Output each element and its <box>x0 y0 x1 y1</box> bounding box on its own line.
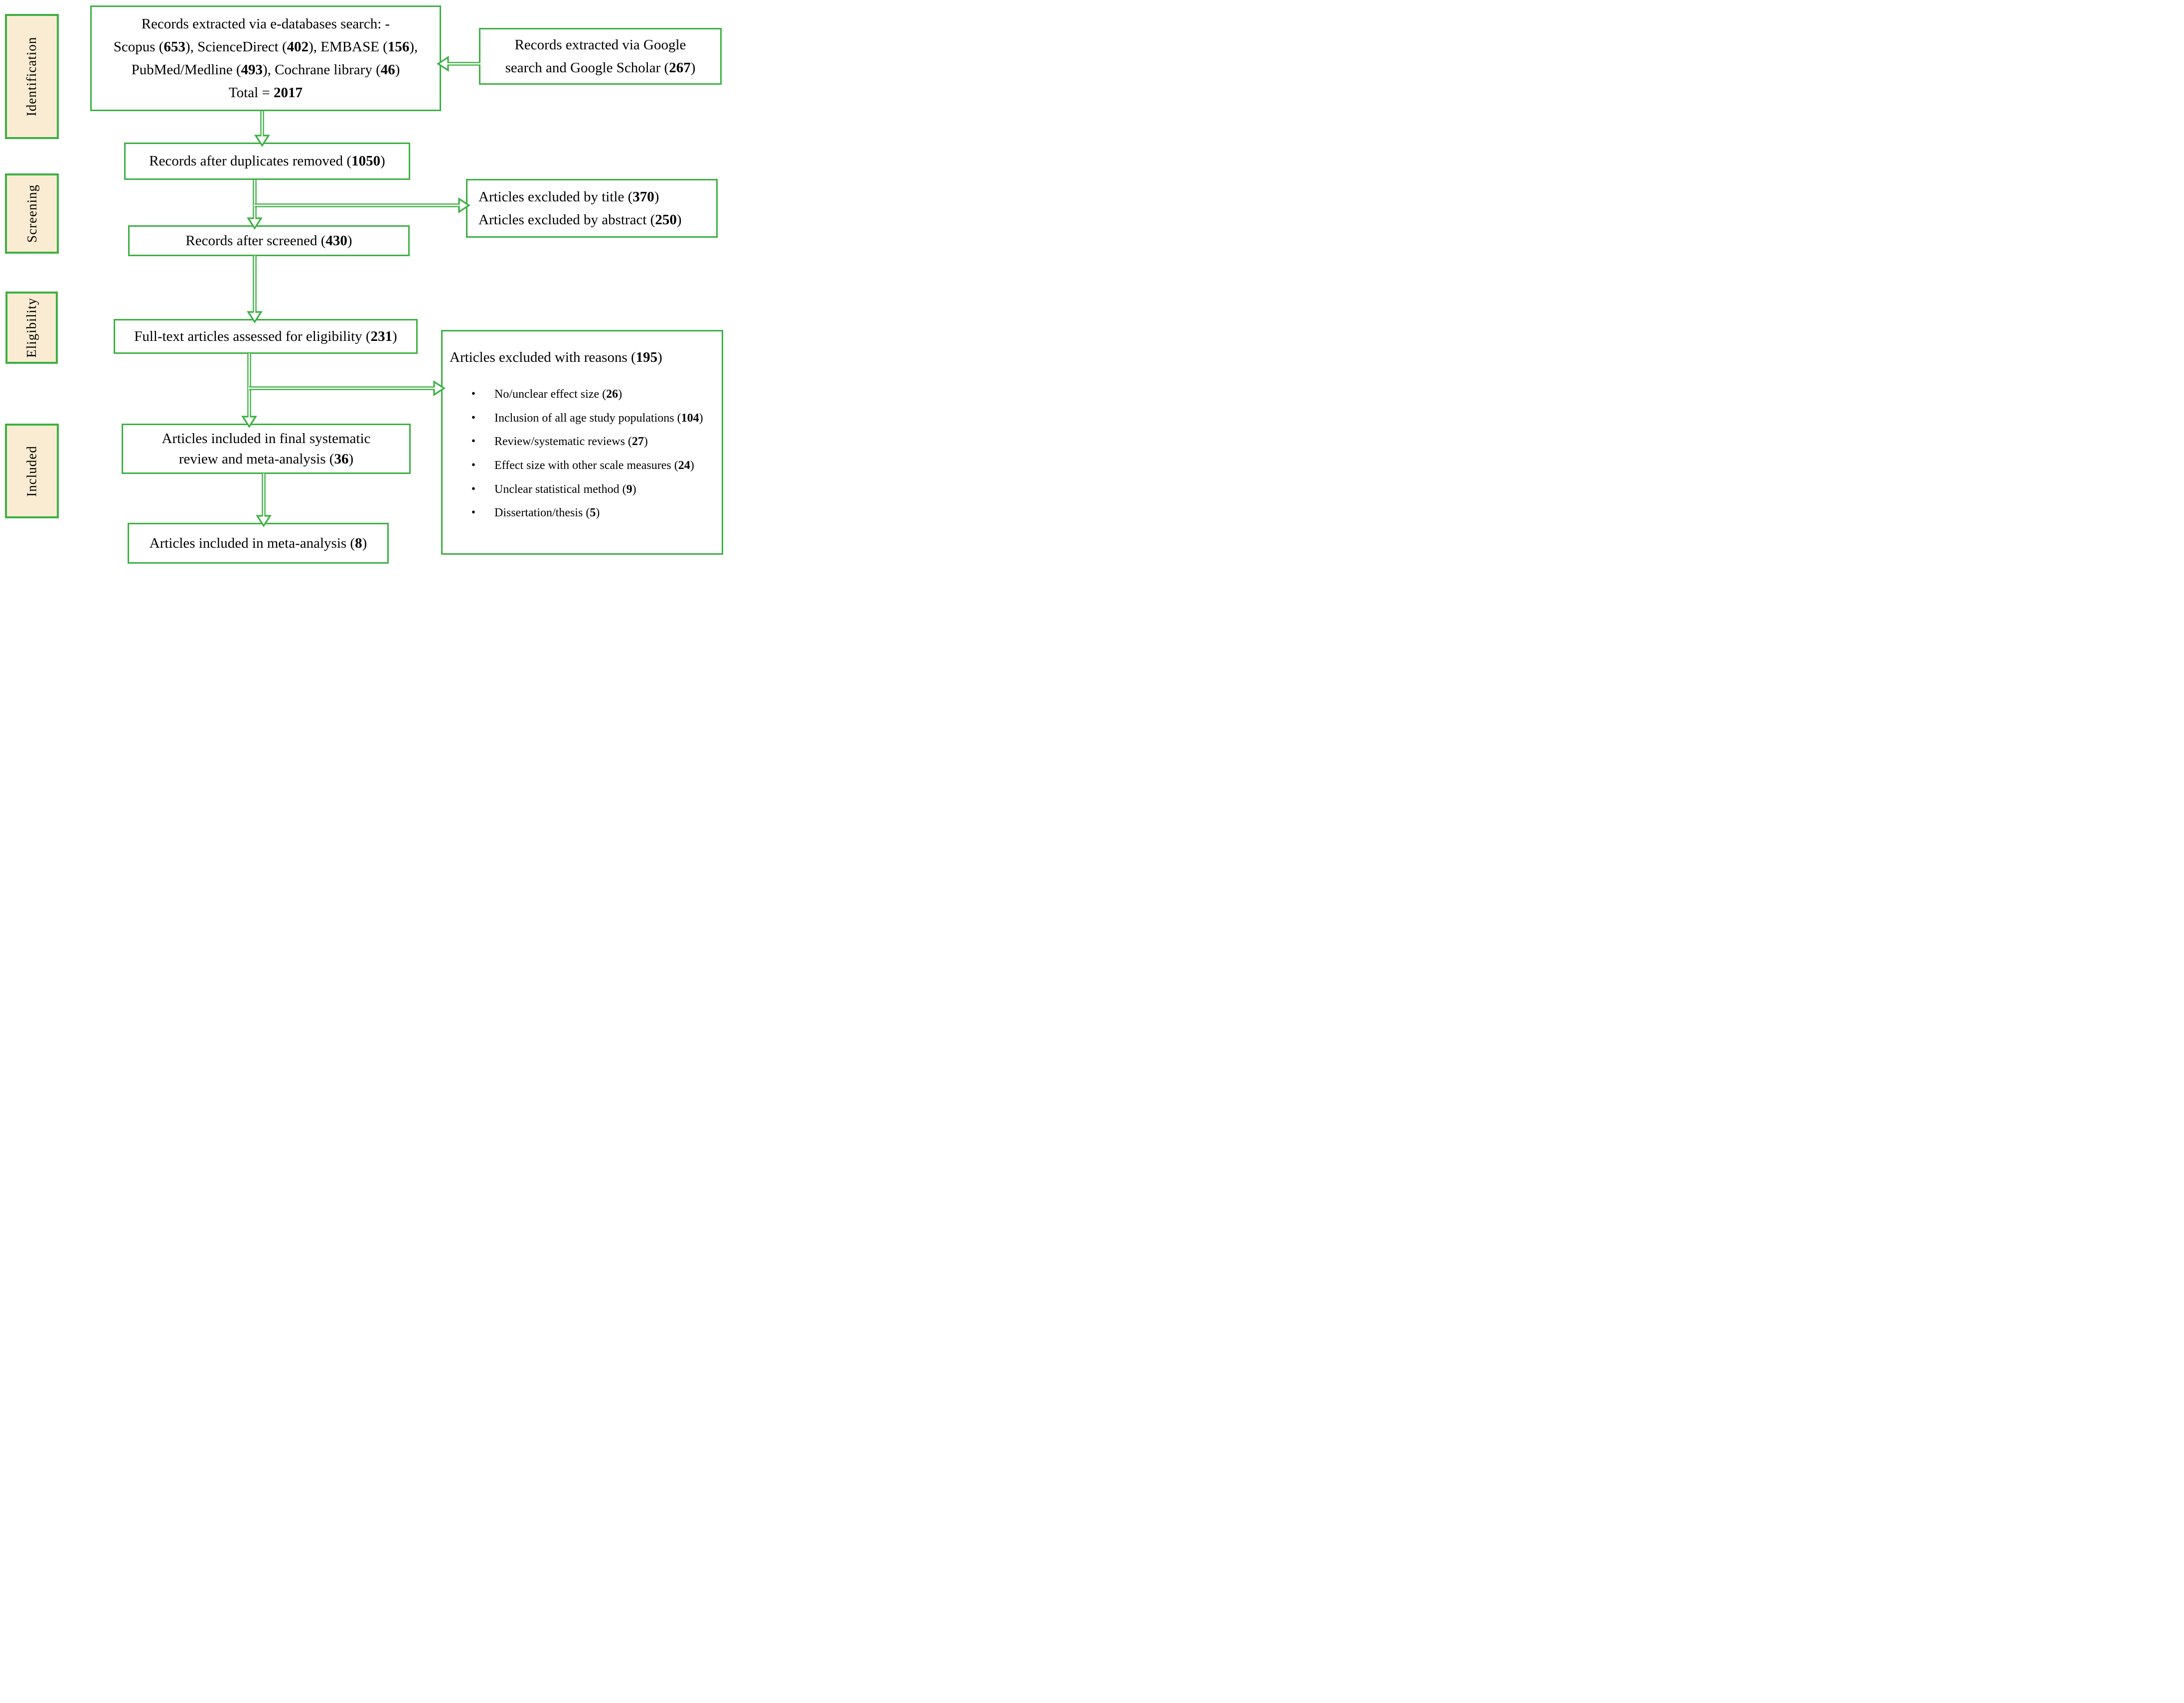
stage-box-identification: Identification <box>5 14 59 139</box>
arrow-edatabases-to-duplicates <box>254 111 270 147</box>
arrow-branch-to-excluded-reasons <box>248 380 446 396</box>
stage-label-eligibility: Eligibility <box>24 298 39 358</box>
flow-box-google: Records extracted via Google search and G… <box>479 28 722 85</box>
stage-label-included: Included <box>24 445 39 497</box>
text-line: PubMed/Medline (493), Cochrane library (… <box>131 61 400 78</box>
text-line: Articles excluded by title (370) <box>478 188 659 205</box>
text-line: Articles included in meta-analysis (8) <box>149 535 367 551</box>
prisma-flow-diagram: Identification Screening Eligibility Inc… <box>0 0 728 568</box>
text-line: Full-text articles assessed for eligibil… <box>134 328 397 344</box>
flow-box-excluded-title-abstract: Articles excluded by title (370) Articles… <box>466 179 718 238</box>
arrow-branch-to-excluded-title-abstract <box>254 197 470 213</box>
arrow-final-review-to-meta <box>256 473 272 527</box>
excluded-reasons-title: Articles excluded with reasons (195) <box>450 348 717 366</box>
text-line: Records extracted via Google <box>514 37 686 53</box>
text-line: Records after duplicates removed (1050) <box>149 153 385 169</box>
excluded-reasons-list: No/unclear effect size (26) Inclusion of … <box>443 386 722 529</box>
stage-label-identification: Identification <box>24 36 39 117</box>
stage-box-eligibility: Eligibility <box>5 292 58 364</box>
flow-box-screened: Records after screened (430) <box>128 225 410 256</box>
text-line: search and Google Scholar (267) <box>505 59 696 76</box>
text-line: Scopus (653), ScienceDirect (402), EMBAS… <box>113 38 418 55</box>
flow-box-meta-analysis: Articles included in meta-analysis (8) <box>128 523 389 564</box>
text-line: Articles included in final systematic <box>161 430 371 447</box>
arrow-duplicates-to-screened <box>247 179 263 230</box>
text-line: Articles excluded with reasons (195) <box>450 349 662 365</box>
exclusion-reason-item: Review/systematic reviews (27) <box>471 434 709 451</box>
text-line: Records extracted via e-databases search… <box>141 15 390 32</box>
exclusion-reason-item: Unclear statistical method (9) <box>471 481 709 498</box>
text-line: Records after screened (430) <box>185 232 352 249</box>
stage-box-screening: Screening <box>5 173 59 254</box>
flow-box-final-review: Articles included in final systematic rev… <box>122 424 411 474</box>
text-line: review and meta-analysis (36) <box>178 451 354 467</box>
text-line: Total = 2017 <box>228 84 303 101</box>
flow-box-duplicates-removed: Records after duplicates removed (1050) <box>124 143 410 180</box>
arrow-fulltext-to-final-review <box>241 353 257 428</box>
exclusion-reason-item: Effect size with other scale measures (2… <box>471 458 709 474</box>
arrow-screened-to-fulltext <box>247 255 263 323</box>
exclusion-reason-item: Inclusion of all age study populations (… <box>471 410 709 427</box>
text-line: Articles excluded by abstract (250) <box>478 212 682 228</box>
exclusion-reason-item: No/unclear effect size (26) <box>471 386 709 403</box>
stage-label-screening: Screening <box>24 184 39 243</box>
stage-box-included: Included <box>5 424 59 518</box>
flow-box-excluded-reasons: Articles excluded with reasons (195) No/… <box>441 330 723 555</box>
exclusion-reason-item: Dissertation/thesis (5) <box>471 505 709 522</box>
flow-box-edatabases: Records extracted via e-databases search… <box>90 5 441 111</box>
arrow-google-to-edatabases <box>437 56 480 72</box>
flow-box-fulltext-assessed: Full-text articles assessed for eligibil… <box>114 319 418 354</box>
